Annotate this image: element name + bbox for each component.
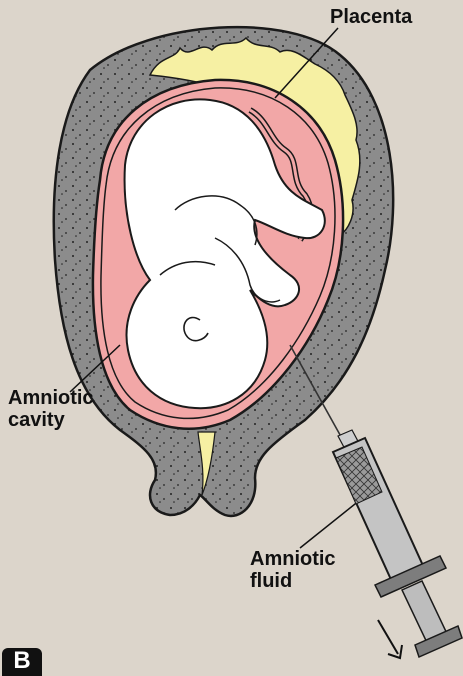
placenta-label: Placenta: [330, 6, 412, 28]
syringe: [290, 345, 462, 657]
panel-letter: B: [2, 648, 42, 676]
amniotic-cavity-label-line2: cavity: [8, 409, 94, 431]
amniotic-fluid-label-line2: fluid: [250, 570, 336, 592]
amniotic-cavity-label-line1: Amniotic: [8, 387, 94, 409]
amniotic-fluid-label: Amniotic fluid: [250, 548, 336, 592]
fluid-leader: [300, 500, 360, 548]
down-right-arrow-icon: [378, 620, 402, 658]
amniotic-fluid-label-line1: Amniotic: [250, 548, 336, 570]
amniotic-cavity-label: Amniotic cavity: [8, 387, 94, 431]
